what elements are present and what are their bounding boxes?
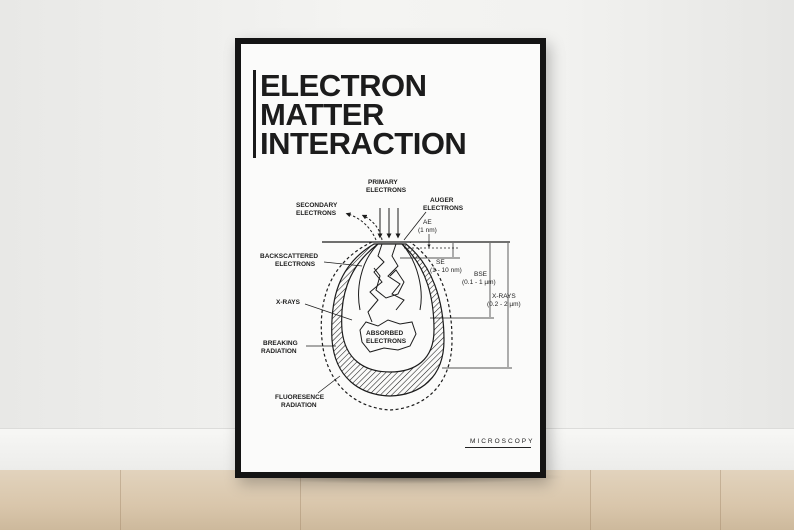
- secondary-electrons-label: SECONDARY: [296, 202, 338, 209]
- poster-title-line-1: ELECTRON: [260, 68, 427, 103]
- fluorescence-boundary: [320, 241, 453, 411]
- primary-electrons-label: ELECTRONS: [366, 187, 407, 194]
- fluorescence-leader: [317, 375, 341, 394]
- primary-electrons-label: PRIMARY: [368, 179, 398, 186]
- floor-plank-seam: [590, 470, 591, 530]
- bse-label: BSE: [474, 271, 488, 278]
- auger-electrons-label: AUGER: [430, 197, 454, 204]
- ae-label: (1 nm): [418, 227, 437, 234]
- poster-title-line-3: INTERACTION: [260, 126, 467, 161]
- xrays-range-label: X-RAYS: [492, 293, 516, 300]
- title-accent-bar: [253, 70, 256, 158]
- xrays-label: X-RAYS: [276, 299, 301, 306]
- bse-region-outline: [358, 243, 422, 311]
- wooden-floor: [0, 470, 794, 530]
- secondary-electron-arc: [345, 212, 377, 241]
- absorbed-electrons-label: ELECTRONS: [366, 338, 407, 345]
- xrays-leader: [304, 303, 353, 321]
- backscattered-electrons-label: ELECTRONS: [275, 261, 316, 268]
- bse-label: (0.1 - 1 µm): [462, 279, 496, 286]
- electron-path: [387, 243, 405, 311]
- absorbed-electrons-label: ABSORBED: [366, 330, 404, 337]
- floor-plank-seam: [120, 470, 121, 530]
- absorbed-electrons-region: [359, 319, 417, 353]
- floor-plank-seam: [720, 470, 721, 530]
- secondary-electron-arc: [361, 214, 383, 241]
- se-label: SE: [436, 259, 445, 266]
- electron-path: [367, 243, 385, 323]
- brand-underline: [465, 447, 531, 448]
- backscattered-leader: [323, 261, 363, 267]
- se-label: (1 - 10 nm): [430, 267, 462, 274]
- ae-label: AE: [423, 219, 432, 226]
- fluorescence-radiation-label: RADIATION: [281, 402, 317, 409]
- poster-title-line-2: MATTER: [260, 97, 384, 132]
- auger-leader-line: [403, 211, 427, 241]
- auger-electrons-label: ELECTRONS: [423, 205, 464, 212]
- secondary-electrons-label: ELECTRONS: [296, 210, 337, 217]
- breaking-radiation-label: RADIATION: [261, 348, 297, 355]
- floor-plank-seam: [300, 470, 301, 530]
- backscattered-electrons-label: BACKSCATTERED: [260, 253, 318, 260]
- fluorescence-radiation-label: FLUORESENCE: [275, 394, 325, 401]
- brand-label: MICROSCOPY: [470, 438, 535, 445]
- xrays-range-label: (0.2 - 2 µm): [487, 301, 521, 308]
- breaking-radiation-label: BREAKING: [263, 340, 298, 347]
- electron-path: [373, 267, 405, 299]
